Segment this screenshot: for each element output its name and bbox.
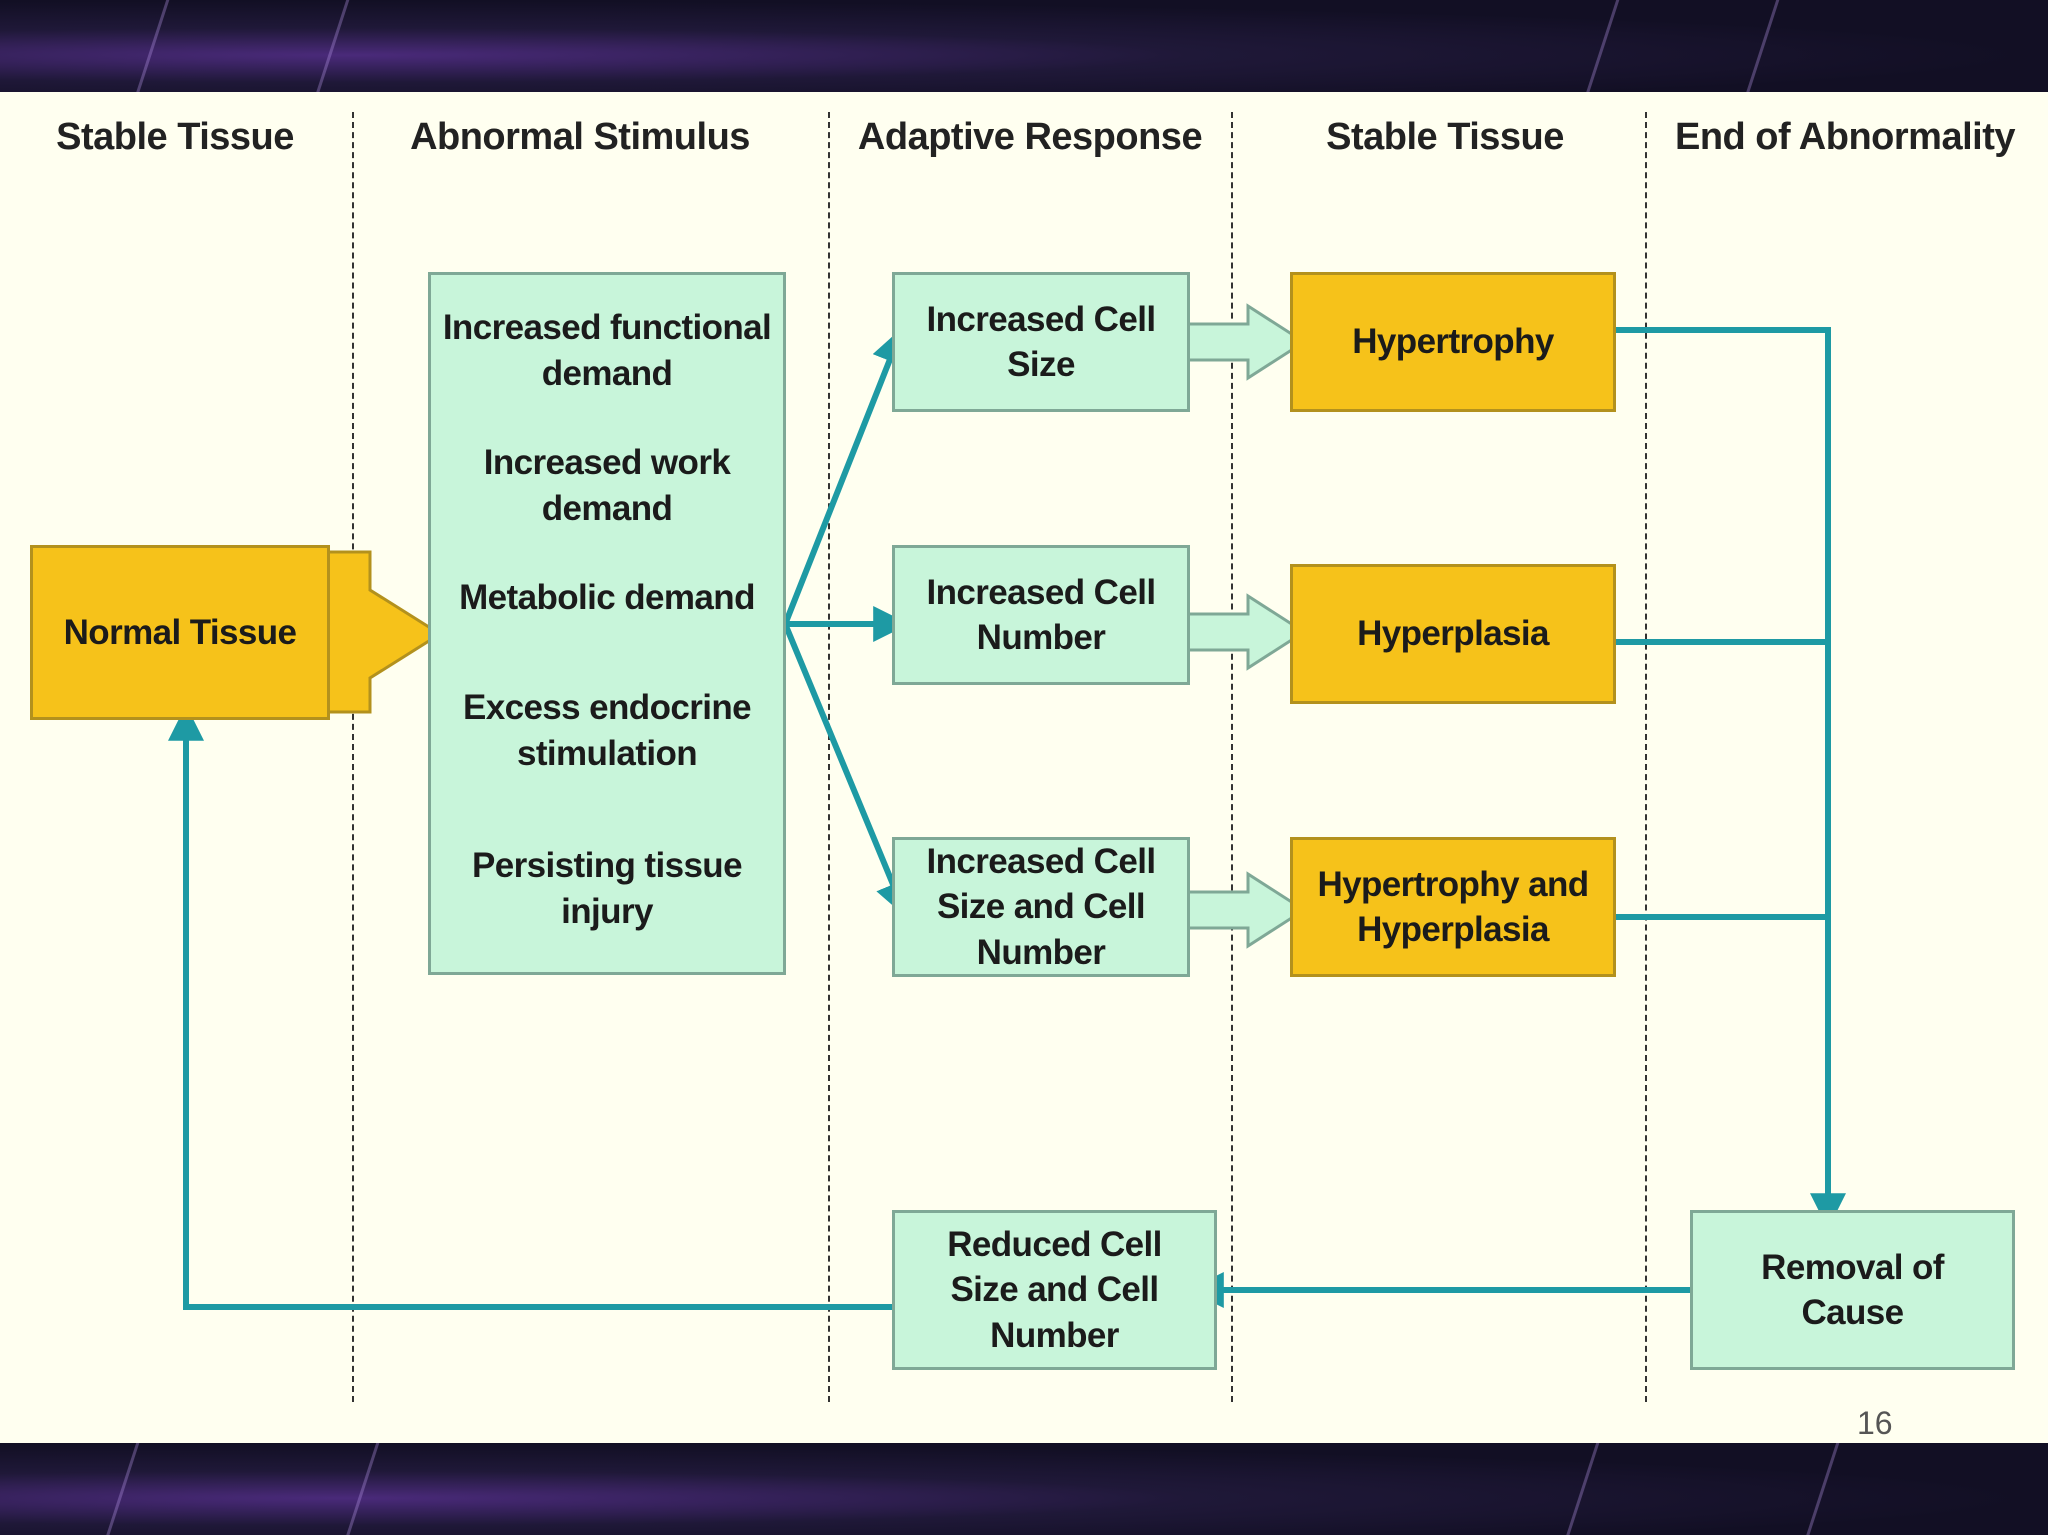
stimulus-metabolic-demand: Metabolic demand xyxy=(459,578,755,617)
column-header-stable-tissue-2: Stable Tissue xyxy=(1326,116,1564,158)
arrow-both-to-both xyxy=(1186,871,1307,949)
column-header-abnormal-stimulus: Abnormal Stimulus xyxy=(410,116,750,158)
bottom-background-band xyxy=(0,1443,2048,1535)
top-background-band xyxy=(0,0,2048,92)
outcome-hyperplasia: Hyperplasia xyxy=(1290,564,1616,704)
normal-tissue-box: Normal Tissue xyxy=(30,545,330,720)
arrow-to-cell-size-and-number xyxy=(783,624,910,918)
stimulus-increased-work-demand: Increased work demand xyxy=(483,443,731,528)
column-divider xyxy=(1231,112,1233,1402)
stimulus-increased-functional-demand: Increased functional demand xyxy=(442,308,772,393)
abnormal-stimulus-box: Increased functional demand Increased wo… xyxy=(428,272,786,975)
column-header-stable-tissue: Stable Tissue xyxy=(56,116,294,158)
page-number: 16 xyxy=(1857,1405,1893,1441)
stimulus-excess-endocrine-stimulation: Excess endocrine stimulation xyxy=(462,688,752,773)
column-divider xyxy=(828,112,830,1402)
column-header-adaptive-response: Adaptive Response xyxy=(857,116,1203,158)
arrow-reduced-to-normal xyxy=(168,704,892,1310)
arrow-size-to-hypertrophy xyxy=(1186,303,1307,381)
connector-layer xyxy=(168,303,1846,1310)
removal-of-cause-box: Removal of Cause xyxy=(1690,1210,2015,1370)
outcome-hypertrophy: Hypertrophy xyxy=(1290,272,1616,412)
column-divider xyxy=(1645,112,1647,1402)
outcome-hypertrophy-and-hyperplasia: Hypertrophy and Hyperplasia xyxy=(1290,837,1616,977)
arrow-normal-to-stimulus xyxy=(326,550,443,714)
response-increased-cell-number: Increased Cell Number xyxy=(892,545,1190,685)
reduced-cell-size-and-number-box: Reduced Cell Size and Cell Number xyxy=(892,1210,1217,1370)
slide: Stable Tissue Abnormal Stimulus Adaptive… xyxy=(0,92,2048,1443)
column-header-end-of-abnormality: End of Abnormality xyxy=(1674,116,2016,158)
column-divider xyxy=(352,112,354,1402)
response-increased-cell-size: Increased Cell Size xyxy=(892,272,1190,412)
line-hypertrophy-to-collector xyxy=(1616,327,1846,1230)
arrow-to-cell-size xyxy=(783,327,907,624)
stimulus-persisting-tissue-injury: Persisting tissue injury xyxy=(472,846,743,931)
response-increased-cell-size-and-number: Increased Cell Size and Cell Number xyxy=(892,837,1190,977)
arrow-number-to-hyperplasia xyxy=(1186,593,1307,671)
